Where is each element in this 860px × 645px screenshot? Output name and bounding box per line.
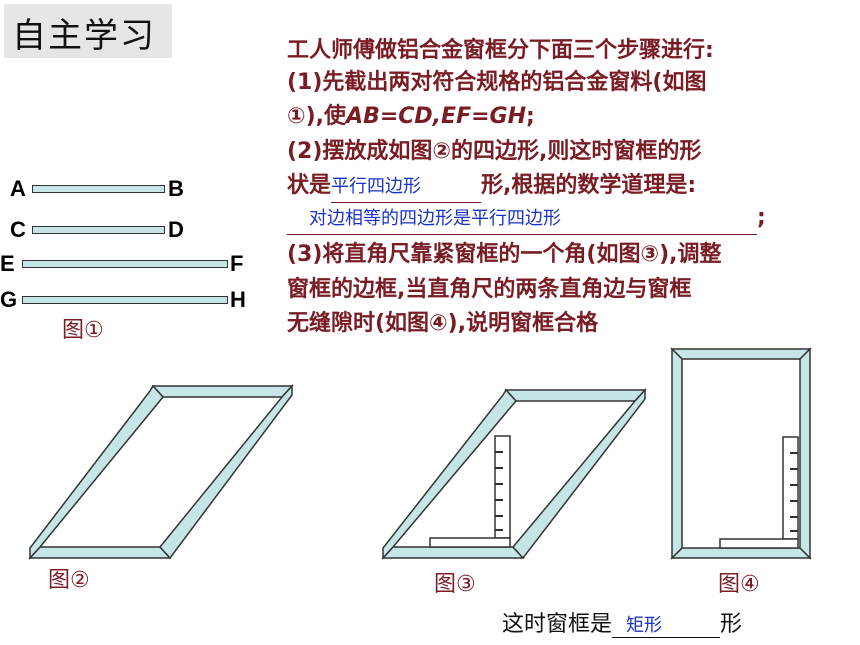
fig3-left-bar — [382, 388, 517, 560]
point-h: H — [230, 287, 246, 312]
fig2-top-bar — [151, 385, 294, 398]
fig2-right-bar — [159, 384, 293, 560]
conclusion-line: 这时窗框是矩形形 — [502, 606, 742, 638]
point-d: D — [168, 217, 184, 242]
bar-gh — [22, 296, 228, 304]
step1-equation: AB=CD,EF=GH — [346, 104, 526, 129]
step3-line2: 窗框的边框,当直角尺的两条直角边与窗框 — [287, 277, 692, 302]
caption-fig3: 图③ — [434, 572, 476, 597]
fig3-top-bar — [504, 389, 647, 402]
step3-line3: 无缝隙时(如图④),说明窗框合格 — [287, 311, 599, 336]
step2-line3-suffix: ; — [757, 205, 766, 230]
fig2-left-bar — [29, 384, 164, 560]
fig4-left-bar — [671, 347, 683, 560]
intro-text: 工人师傅做铝合金窗框分下面三个步骤进行: — [287, 38, 714, 63]
step2-line2-prefix: 状是 — [287, 173, 332, 198]
bar-ab — [32, 185, 165, 193]
fig4-bottom-bar — [670, 547, 812, 559]
point-b: B — [168, 176, 184, 201]
fig4-top-bar — [670, 348, 812, 360]
caption-fig4: 图④ — [718, 572, 760, 597]
caption-fig1: 图① — [62, 318, 104, 343]
step1-line2: ①),使AB=CD,EF=GH; — [287, 102, 535, 132]
fig4-right-bar — [799, 347, 811, 560]
point-c: C — [10, 217, 26, 242]
answer-reason-blank: 对边相等的四边形是平行四边形 — [287, 204, 757, 235]
step1-line2-prefix: ①),使 — [287, 104, 347, 129]
point-a: A — [10, 176, 26, 201]
step1-line2-suffix: ; — [526, 104, 535, 129]
bar-cd — [32, 226, 165, 234]
fig4-ruler-horizontal — [719, 538, 799, 549]
step2-line1: (2)摆放成如图②的四边形,则这时窗框的形 — [287, 139, 702, 164]
fig3-bottom-bar — [381, 546, 525, 559]
conclusion-prefix: 这时窗框是 — [502, 612, 613, 637]
title-box — [4, 4, 172, 58]
caption-fig2: 图② — [48, 568, 90, 593]
bar-ef — [22, 260, 228, 268]
answer-shape-blank: 平行四边形 — [331, 172, 482, 203]
point-f: F — [230, 251, 244, 276]
step3-line1: (3)将直角尺靠紧窗框的一个角(如图③),调整 — [287, 242, 722, 267]
fig3-ruler-horizontal — [429, 537, 511, 548]
step1-line1: (1)先截出两对符合规格的铝合金窗料(如图 — [287, 70, 707, 95]
step2-line3: 对边相等的四边形是平行四边形; — [287, 203, 766, 235]
step2-line2: 状是平行四边形形,根据的数学道理是: — [287, 171, 696, 203]
conclusion-suffix: 形 — [720, 612, 743, 637]
step2-line2-suffix: 形,根据的数学道理是: — [481, 173, 697, 198]
fig3-right-bar — [512, 388, 646, 560]
point-g: G — [0, 287, 18, 312]
fig2-bottom-bar — [28, 546, 172, 559]
page-title: 自主学习 — [12, 16, 156, 56]
point-e: E — [0, 251, 15, 276]
conclusion-answer-blank: 矩形 — [612, 611, 721, 638]
